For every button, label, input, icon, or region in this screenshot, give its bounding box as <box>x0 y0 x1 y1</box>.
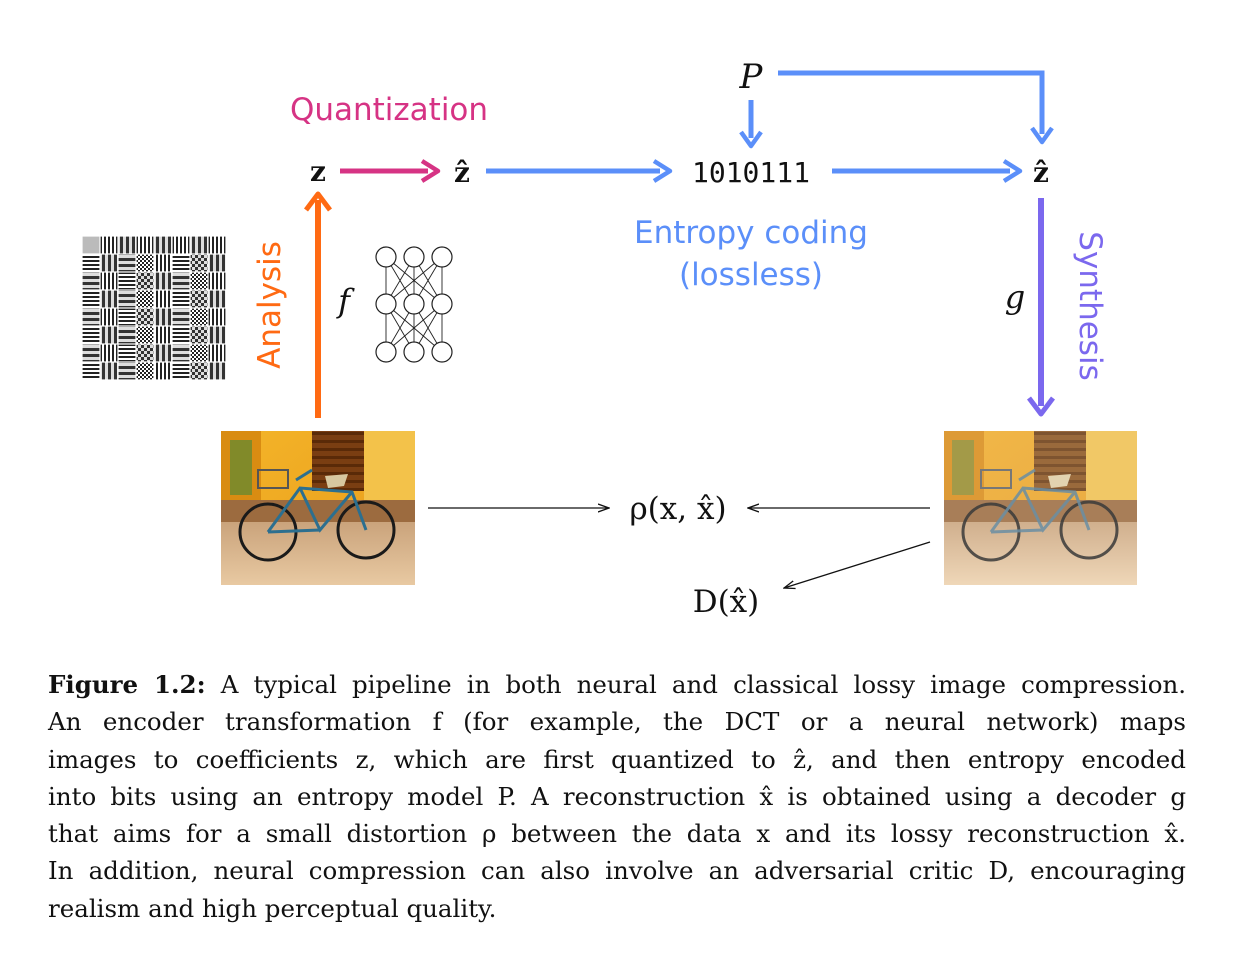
p-to-decoder-arrow <box>778 70 1045 134</box>
dct-basis-icon <box>82 236 226 380</box>
distortion-label: ρ(x, x̂) <box>629 491 726 527</box>
caption-line-4: into bits using an entropy model P. A re… <box>48 781 1186 811</box>
quantization-label: Quantization <box>290 92 488 128</box>
p-to-decoder-arrowhead <box>1030 126 1054 145</box>
caption-line-7: realism and high perceptual quality. <box>48 893 497 923</box>
critic-label: D(x̂) <box>693 584 760 620</box>
original-image <box>221 431 415 585</box>
caption-line-6: In addition, neural compression can also… <box>48 856 1186 886</box>
caption-label: Figure 1.2: <box>48 670 206 699</box>
encoder-f: f <box>336 282 355 320</box>
caption-line-1: Figure 1.2: A typical pipeline in both n… <box>48 666 1186 703</box>
reconstructed-image <box>944 431 1137 585</box>
caption-line-2: An encoder transformation f (for example… <box>48 707 1186 737</box>
analysis-label: Analysis <box>252 241 288 369</box>
neural-network-icon <box>375 246 453 363</box>
caption-line-1-text: A typical pipeline in both neural and cl… <box>205 670 1187 699</box>
analysis-arrowhead <box>304 191 332 212</box>
caption-line-3: images to coefficients z, which are firs… <box>48 744 1186 774</box>
z-symbol: z <box>310 155 326 188</box>
quantization-arrowhead <box>420 159 441 183</box>
entropy-model-p: P <box>739 57 764 97</box>
lossless-label: (lossless) <box>679 257 823 293</box>
entropy-coding-label: Entropy coding <box>634 215 868 251</box>
compression-pipeline-diagram: Quantization z ẑ 1010111 ẑ P Entropy cod… <box>82 57 1137 620</box>
bits-text: 1010111 <box>692 156 810 189</box>
p-down-arrowhead <box>739 130 763 149</box>
figure-caption: Figure 1.2: A typical pipeline in both n… <box>48 666 1186 927</box>
synthesis-arrowhead <box>1027 396 1055 417</box>
caption-line-5: that aims for a small distortion ρ betwe… <box>48 819 1186 849</box>
z-hat-right-symbol: ẑ <box>1033 156 1049 189</box>
synthesis-label: Synthesis <box>1072 231 1108 380</box>
z-hat-left-symbol: ẑ <box>454 156 470 189</box>
to-bits-arrowhead <box>652 159 673 183</box>
from-bits-arrowhead <box>1002 159 1023 183</box>
decoder-g: g <box>1005 278 1025 316</box>
critic-arrow <box>784 541 931 588</box>
